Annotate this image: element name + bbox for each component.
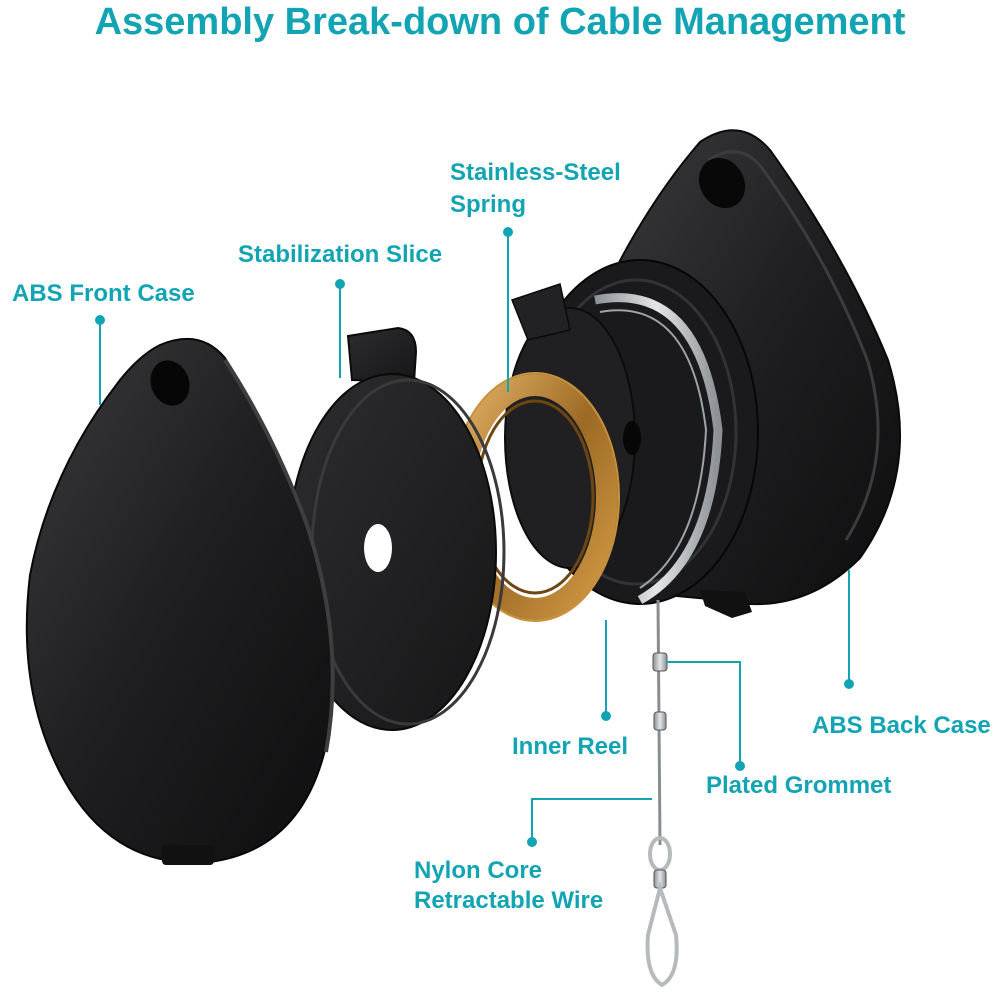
inner-reel-part bbox=[504, 259, 759, 605]
label-stabilization-slice: Stabilization Slice bbox=[238, 241, 443, 268]
label-wire-line2: Retractable Wire bbox=[414, 887, 604, 914]
label-inner-reel: Inner Reel bbox=[512, 733, 629, 760]
retractable-wire-part bbox=[645, 599, 679, 988]
label-plated-grommet: Plated Grommet bbox=[706, 772, 892, 799]
label-abs-back-case: ABS Back Case bbox=[812, 712, 991, 739]
label-wire-line1: Nylon Core bbox=[414, 857, 543, 884]
label-spring-line2: Spring bbox=[450, 191, 526, 218]
stabilization-slice-part bbox=[287, 326, 506, 731]
abs-front-case-part bbox=[25, 337, 335, 865]
label-leader-lines bbox=[95, 227, 854, 847]
label-abs-front-case: ABS Front Case bbox=[12, 280, 195, 307]
diagram-title: Assembly Break-down of Cable Management bbox=[94, 1, 906, 43]
label-spring-line1: Stainless-Steel bbox=[450, 159, 621, 186]
